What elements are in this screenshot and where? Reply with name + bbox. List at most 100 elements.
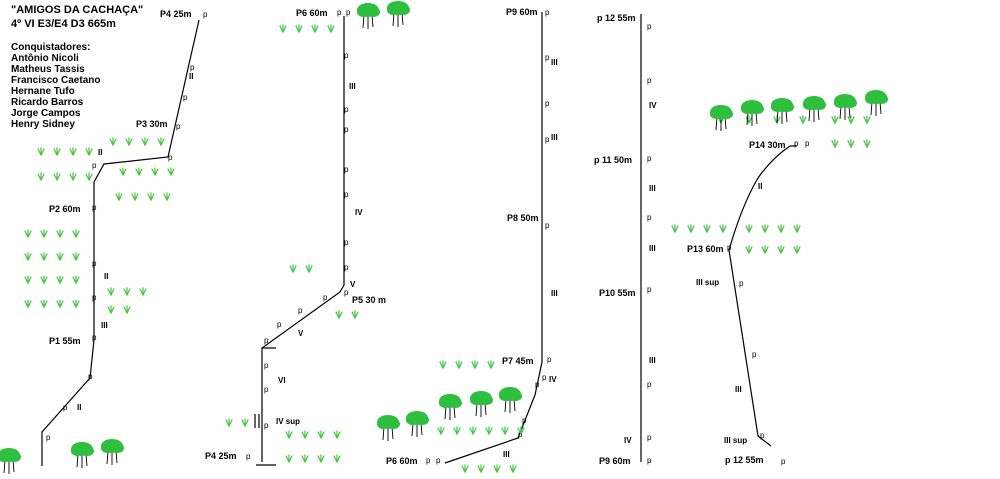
team-member: Ricardo Barros [11,97,84,108]
bolt-marker: p [344,288,349,297]
bolt-marker: p [88,372,93,381]
route-line-section-1 [41,19,200,466]
grass-tuft [85,172,93,182]
bolt-marker: p [518,430,523,439]
bolt-marker: p [781,457,786,466]
grass-tuft [471,360,479,370]
bolt-marker: p [92,259,97,268]
grass-tuft [799,115,807,125]
bolt-marker: p [63,403,68,412]
tree-icon [803,96,826,122]
grade-label: II [104,272,108,281]
tree-icon [865,90,888,116]
bolt-marker: p [344,263,349,272]
grass-tuft [285,454,293,464]
grass-tuft [301,430,309,440]
bolt-marker: p [176,122,181,131]
grass-tuft [493,464,501,474]
pitch-labels: P1 55m P2 60m P3 30m P4 25m P4 25m P5 30… [49,7,786,466]
grass-tuft [469,426,477,436]
grass-tuft [517,426,525,436]
grass-tuft [285,430,293,440]
team-member: Henry Sidney [11,119,75,130]
pitch-label: P5 30 m [352,295,386,305]
tree-icon [406,411,429,437]
route-double-line [254,414,260,428]
tree-icon [771,98,794,124]
grass-tuft [72,229,80,239]
pitch-label: P14 30m [749,140,786,150]
grade-label: III [735,385,742,394]
tree-icon [71,442,94,468]
bolt-marker: p [344,165,349,174]
grade-label: III sup [696,278,719,287]
bolt-marker: p [426,456,431,465]
grass-tuft [289,264,297,274]
tree-icon [0,448,21,474]
pitch-label: P13 60m [687,244,724,254]
tree-icon [499,387,522,413]
grade-label: III [551,289,558,298]
grade-label: III [551,133,558,142]
grass-tuft [53,147,61,157]
bolt-marker: p [344,125,349,134]
team-member: Francisco Caetano [11,75,100,86]
grass-tuft [745,115,753,125]
grass-tuft [72,252,80,262]
bolt-marker: p [277,320,282,329]
team-member: Jorge Campos [11,108,81,119]
grade-label: III [551,58,558,67]
bolt-marker: p [647,22,652,31]
grass-tuft [719,224,727,234]
pitch-label: P9 60m [506,7,538,17]
route-grade: 4º VI E3/E4 D3 665m [11,18,116,30]
grade-label: III sup [724,436,747,445]
grass-tuft [147,192,155,202]
pitch-label: p 12 55m [597,13,636,23]
tree-icon [377,415,400,441]
grade-label: IV sup [276,417,300,426]
grade-label: IV [624,436,632,445]
team-member: Hernane Tufo [11,86,75,97]
grass-tuft [333,454,341,464]
grass-tuft [793,224,801,234]
bolt-marker: p [547,355,552,364]
grass-tuft [863,115,871,125]
grass-tuft [777,245,785,255]
grass-tuft [167,167,175,177]
team-heading: Conquistadores: [11,42,90,53]
grass-tuft [109,137,117,147]
pitch-label: p 11 50m [594,155,632,165]
pitch-label: P3 30m [136,119,168,129]
bolt-marker: p [346,8,351,17]
bolt-marker: p [647,285,652,294]
grass-tuft [703,224,711,234]
bolt-marker: p [92,293,97,302]
grass-tuft [40,275,48,285]
tree-icon [101,439,124,465]
pitch-label: P6 60m [296,8,328,18]
grass-tuft [123,305,131,315]
grass-tuft [279,24,287,34]
pitch-label: P7 45m [502,356,534,366]
grass-tuft [831,115,839,125]
grass-tuft [135,167,143,177]
grass-tuft [107,305,115,315]
grass-tuft [241,418,249,428]
bolt-marker: p [647,76,652,85]
tree-icon [357,3,380,29]
bolt-marker: p [344,105,349,114]
route-title: "AMIGOS DA CACHAÇA" [11,4,143,16]
grass-tuft [24,275,32,285]
grade-label: IV [355,208,363,217]
grass-tuft [115,192,123,202]
bolt-marker: p [183,93,188,102]
grade-label: II [189,72,193,81]
pitch-label: P9 60m [599,456,631,466]
pitch-label: P6 60m [386,456,418,466]
grass-tuft [56,252,64,262]
bolt-marker: p [647,213,652,222]
bolt-marker: p [760,431,765,440]
bolt-marker: p [92,333,97,342]
